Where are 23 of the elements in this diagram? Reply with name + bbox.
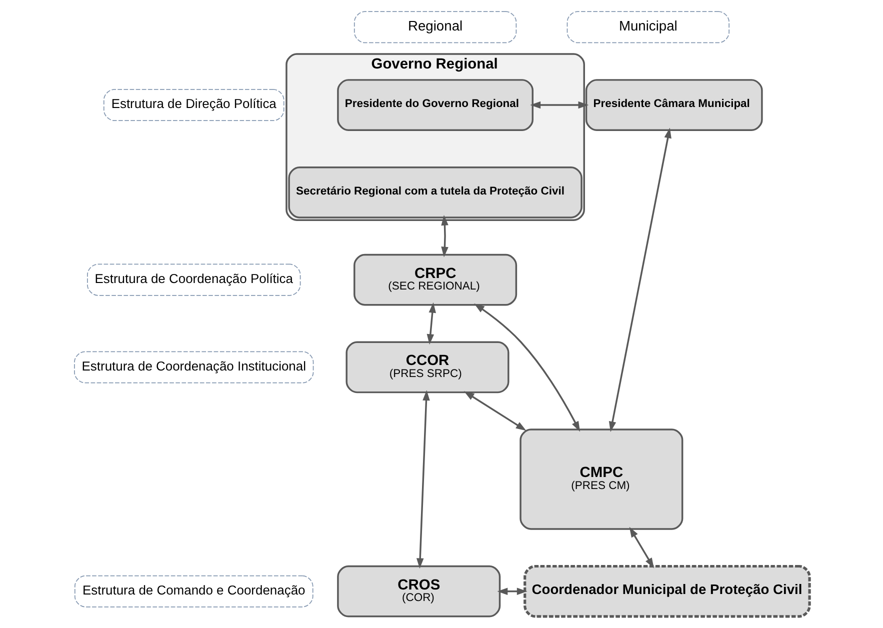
node-box: Estrutura de Comando e Coordenação xyxy=(74,575,313,608)
node-box: Municipal xyxy=(566,11,729,44)
node-box: CMPC (PRES CM) xyxy=(519,428,683,530)
arrow xyxy=(426,302,436,345)
node-box: Secretário Regional com a tutela da Proteção Civil xyxy=(288,166,582,218)
node-box: Regional xyxy=(353,11,516,44)
arrow xyxy=(416,390,430,569)
arrow xyxy=(474,303,580,432)
arrow xyxy=(608,128,671,432)
arrow xyxy=(628,526,654,568)
node-box: Coordenador Municipal de Proteção Civil xyxy=(523,564,810,618)
arrow xyxy=(496,588,527,595)
node-box: CROS (COR) xyxy=(336,565,500,618)
arrow xyxy=(463,391,526,431)
node-box: Presidente do Governo Regional xyxy=(336,79,533,131)
arrow xyxy=(440,215,448,258)
node-box: CCOR (PRES SRPC) xyxy=(345,341,509,394)
arrow xyxy=(530,101,588,109)
node-box: CRPC (SEC REGIONAL) xyxy=(353,254,517,306)
node-box: Presidente Câmara Municipal xyxy=(584,79,762,131)
node-box: Estrutura de Coordenação Institucional xyxy=(74,351,314,384)
node-box: Estrutura de Direção Política xyxy=(102,89,284,122)
node-box: Estrutura de Coordenação Política xyxy=(86,264,300,296)
